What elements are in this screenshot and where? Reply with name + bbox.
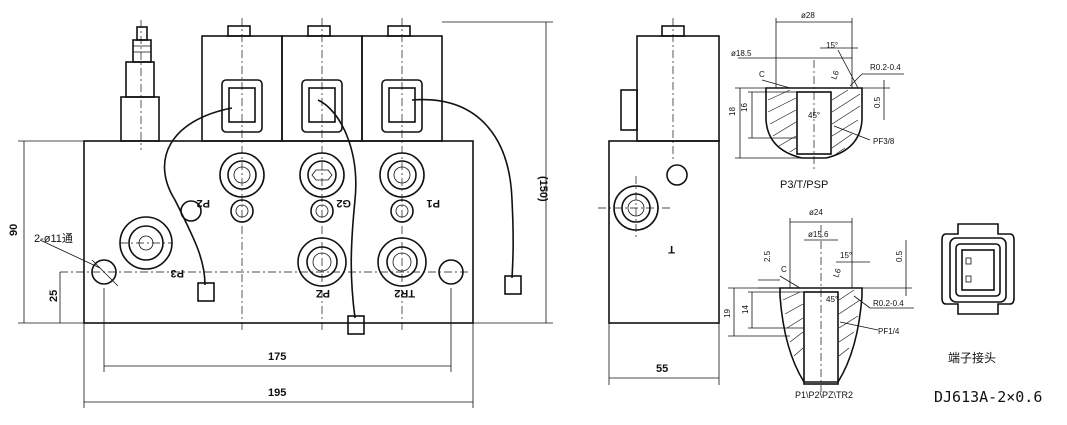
side-port-t: T	[668, 243, 675, 255]
bottom-dim-05: 0.5	[895, 250, 904, 262]
bottom-thread: PF1/4	[878, 327, 900, 336]
top-detail-title: P3/T/PSP	[780, 179, 828, 191]
solenoid-coils	[201, 18, 443, 330]
dim-150: (150)	[537, 176, 549, 202]
dim-25: 25	[48, 290, 60, 302]
port-label-tr2: TR2	[394, 287, 415, 299]
relief-valve	[120, 20, 160, 150]
dim-height-90: 90	[8, 224, 20, 236]
connector-model: DJ613A-2×0.6	[934, 388, 1042, 406]
top-angle-45: 45°	[808, 111, 820, 120]
port-label-pz: PZ	[316, 287, 330, 299]
dim-175: 175	[268, 351, 286, 363]
dim-55: 55	[656, 363, 668, 375]
bottom-dia-outer: ø24	[809, 208, 823, 217]
bottom-detail-title: P1\P2\PZ\TR2	[795, 390, 853, 400]
dim-195: 195	[268, 387, 286, 399]
bottom-angle-15: 15°	[840, 251, 852, 260]
bottom-angle-45: 45°	[826, 295, 838, 304]
top-c: C	[759, 70, 765, 79]
front-view: P2 G2 P1 P3 PZ TR2 90 25 175 195 (150)	[8, 18, 553, 408]
top-dia-inner: ø18.5	[731, 49, 752, 58]
connector-label: 端子接头	[948, 350, 996, 365]
top-angle-15: 15°	[826, 41, 838, 50]
terminal-connector: 端子接头 DJ613A-2×0.6	[934, 223, 1042, 406]
bottom-dim-14: 14	[741, 305, 750, 314]
detail-top: ø28 ø18.5 15° C L6 R0.2-0.4 45° 18 16 0.…	[728, 11, 904, 191]
port-label-g2: G2	[336, 197, 351, 209]
side-view: T 55	[598, 18, 720, 385]
bottom-r: R0.2-0.4	[873, 299, 904, 308]
bottom-dim-19: 19	[723, 309, 732, 318]
top-dim-05: 0.5	[873, 96, 882, 108]
top-thread: PF3/8	[873, 137, 895, 146]
top-dia-outer: ø28	[801, 11, 815, 20]
port-label-p1: P1	[427, 197, 440, 209]
port-label-p2: P2	[197, 197, 210, 209]
port-label-p3: P3	[171, 267, 184, 279]
bottom-dim-25: 2.5	[763, 250, 772, 262]
top-dim-18: 18	[728, 107, 737, 116]
front-dimensions: 90 25 175 195 (150) 2-ø11通	[8, 21, 553, 408]
top-l6: L6	[829, 69, 841, 81]
ports-top-row	[180, 152, 425, 223]
ports-lower-row	[60, 216, 470, 287]
coil-wires	[163, 98, 522, 335]
side-block	[608, 140, 720, 324]
dim-holes: 2-ø11通	[34, 232, 73, 245]
bottom-c: C	[781, 265, 787, 274]
bottom-dia-inner: ø15.6	[808, 230, 829, 239]
bottom-l6: L6	[831, 267, 843, 279]
top-r: R0.2-0.4	[870, 63, 901, 72]
detail-bottom: ø24 ø15.6 15° L6 C 2.5 45° 14 19 0.5 R0.…	[723, 208, 914, 400]
top-dim-16: 16	[740, 103, 749, 112]
